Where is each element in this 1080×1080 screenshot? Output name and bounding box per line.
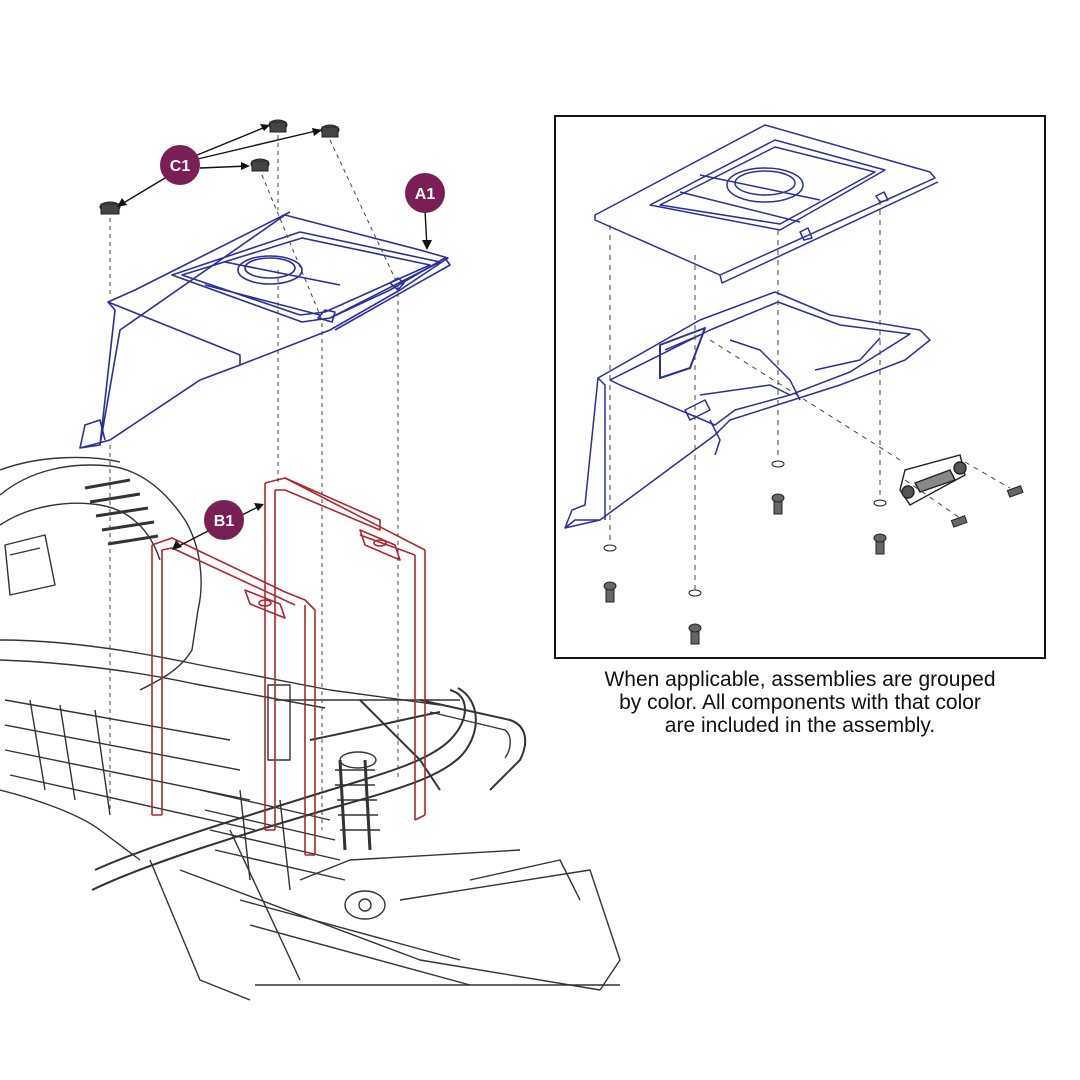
note-line-3: are included in the assembly. (664, 714, 936, 737)
arrowheads (117, 124, 432, 550)
callout-c1: C1 (160, 145, 200, 185)
callout-a1-label: A1 (415, 186, 436, 203)
color-grouping-note: When applicable, assemblies are grouped … (555, 668, 1045, 737)
detail-inset-frame (554, 115, 1046, 659)
callout-a1: A1 (405, 173, 445, 213)
detail-cover-top (594, 124, 939, 284)
note-line-1: When applicable, assemblies are grouped (604, 668, 996, 691)
detail-switch-bracket (899, 454, 967, 506)
callout-c1-label: C1 (170, 158, 191, 175)
leader-arrows (119, 125, 428, 549)
callout-b1: B1 (204, 500, 244, 540)
alignment-lines-detail (609, 200, 1011, 590)
detail-cover-bottom (564, 291, 931, 529)
fasteners-c1 (99, 119, 340, 215)
detail-screws (603, 460, 1024, 645)
bracket-assembly-b1 (151, 477, 426, 856)
callout-b1-label: B1 (214, 513, 235, 530)
alignment-lines-left (109, 135, 399, 830)
note-line-2: by color. All components with that color (619, 691, 981, 714)
scooter-frame (0, 456, 621, 1001)
cover-assembly-a1 (79, 211, 451, 449)
